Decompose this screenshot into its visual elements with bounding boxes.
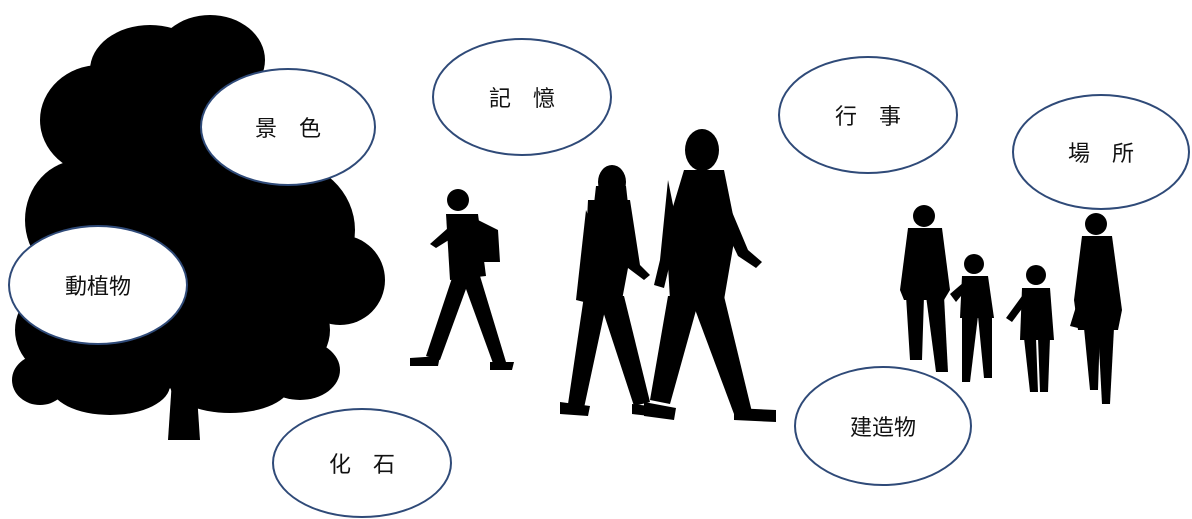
bubble-kaseki: 化 石 — [272, 408, 452, 518]
family-walking-icon — [900, 205, 1122, 404]
bubble-basho: 場 所 — [1012, 94, 1190, 210]
bubble-basho-label: 場 所 — [1067, 142, 1134, 167]
bubble-kioku-label: 記 憶 — [488, 87, 555, 112]
bubble-keshiki: 景 色 — [200, 68, 376, 186]
bubble-dobutsu: 動植物 — [8, 225, 188, 345]
bubble-dobutsu-label: 動植物 — [64, 275, 131, 300]
walking-man-with-backpack-icon — [410, 189, 514, 370]
bubble-gyoji: 行 事 — [778, 56, 958, 174]
bubble-gyoji-label: 行 事 — [834, 105, 901, 130]
bubble-kioku: 記 憶 — [432, 38, 612, 156]
bubble-kenzobutsu-label: 建造物 — [849, 416, 916, 441]
bubble-keshiki-label: 景 色 — [254, 117, 321, 142]
walking-couple-icon — [560, 129, 776, 422]
bubble-kaseki-label: 化 石 — [328, 453, 395, 478]
bubble-kenzobutsu: 建造物 — [794, 366, 972, 486]
